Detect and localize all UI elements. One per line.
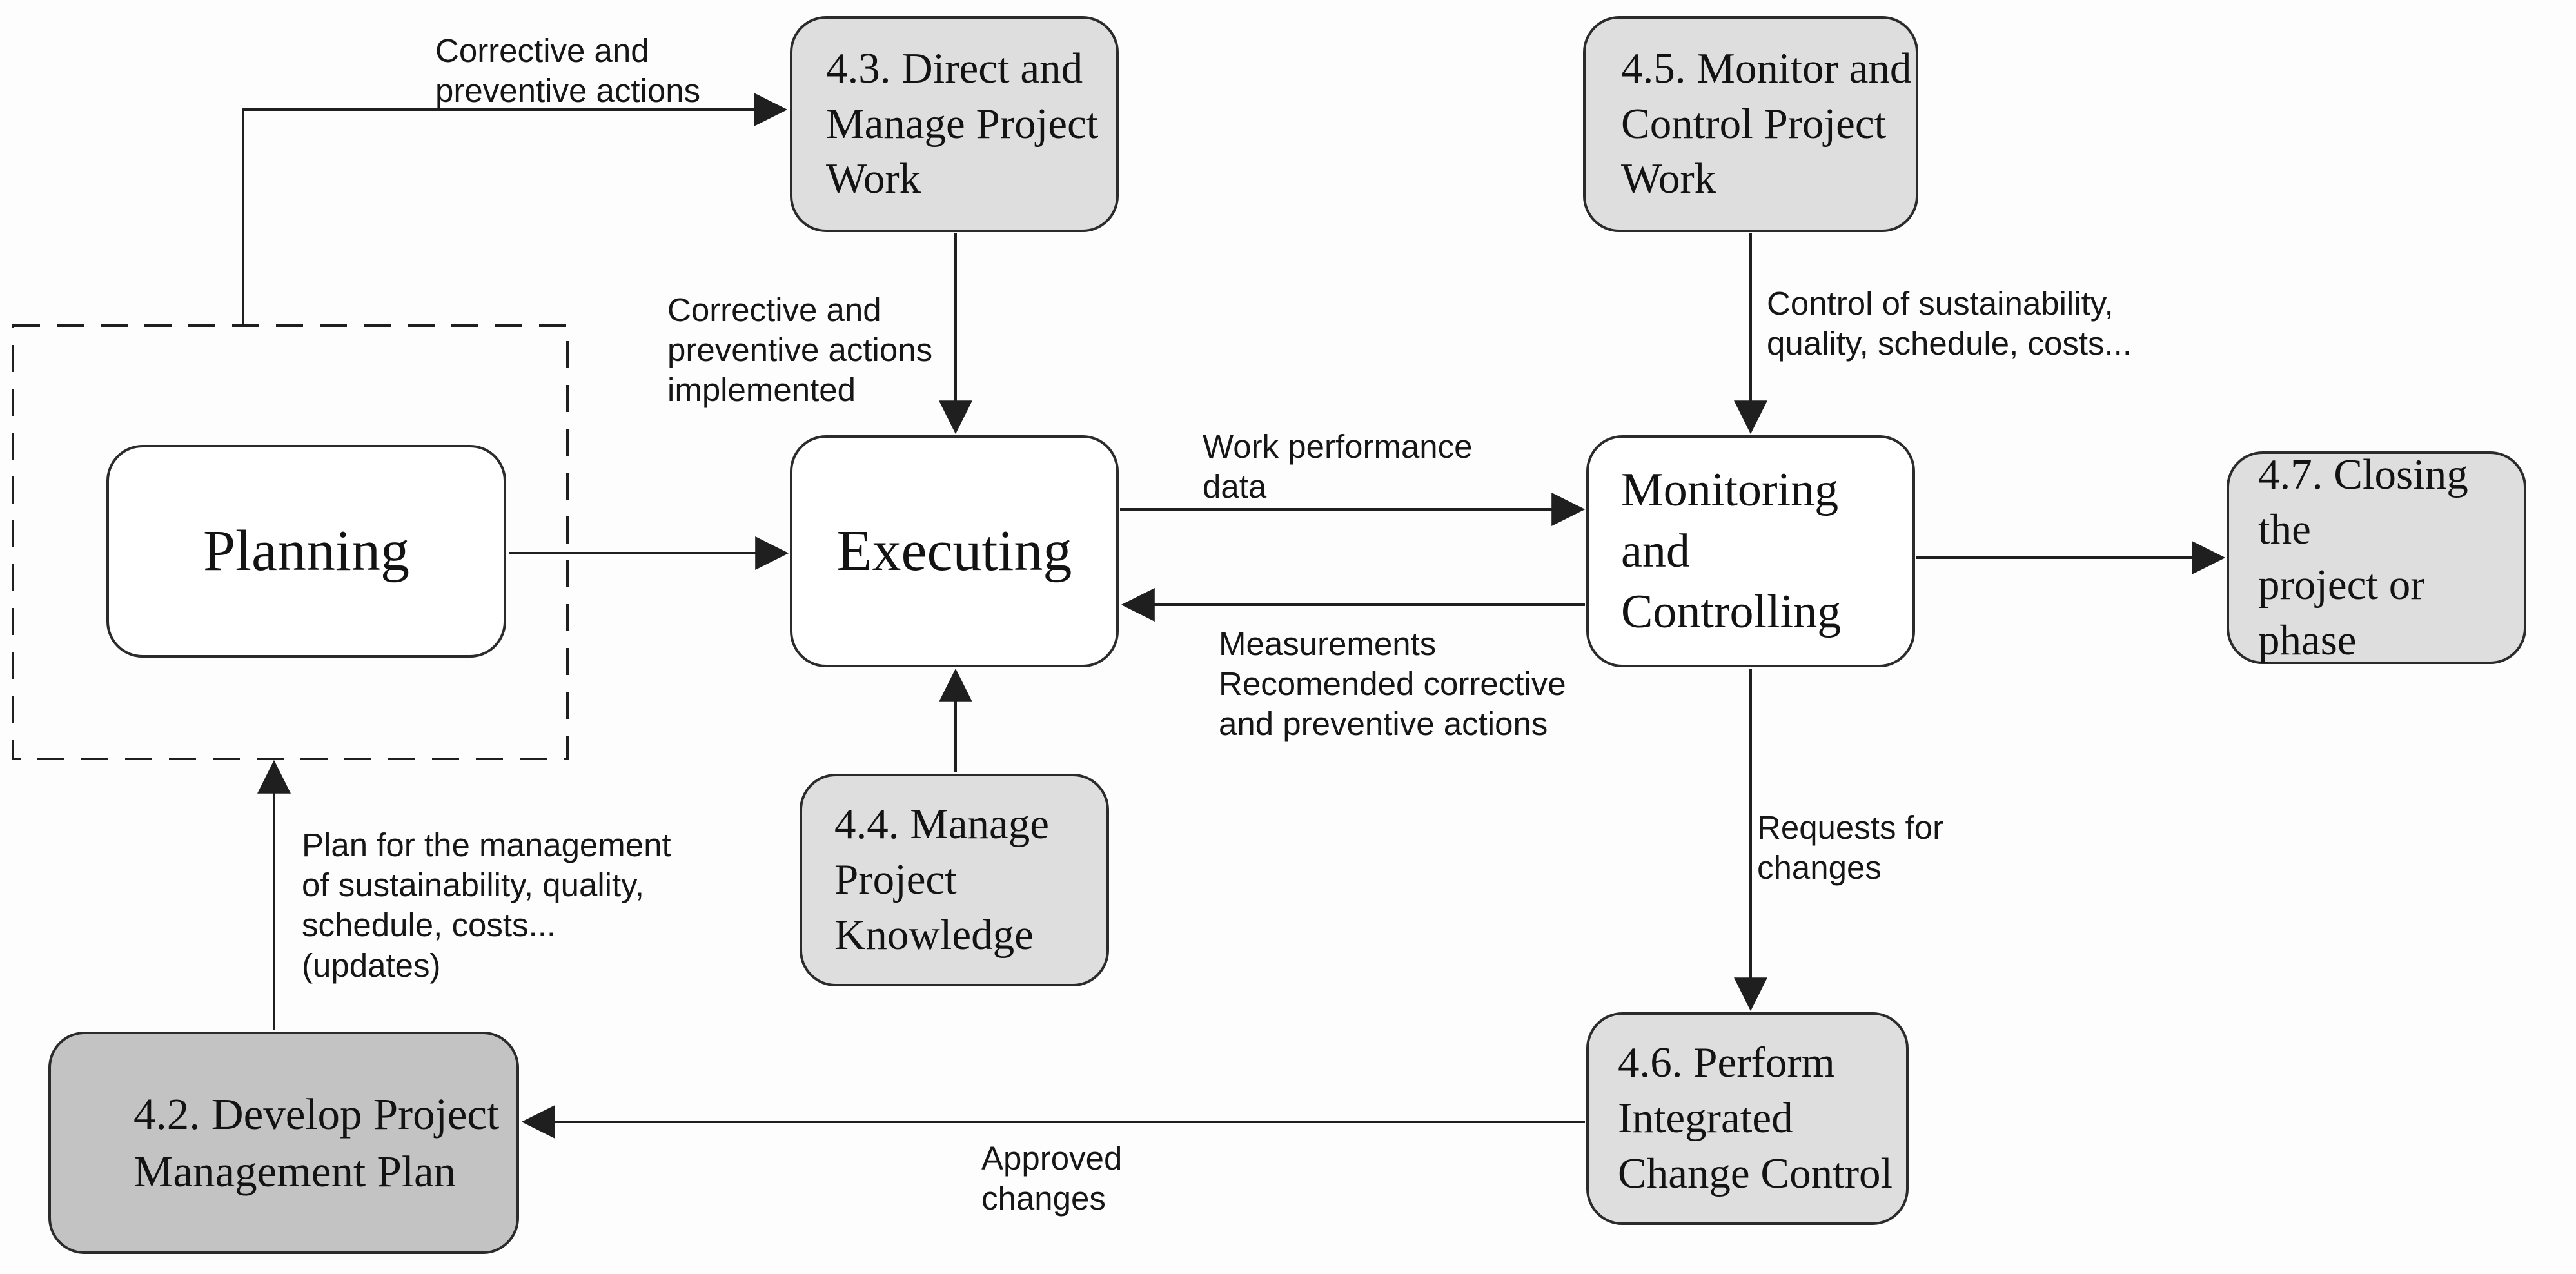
process-box-4-3-direct-and-manage-project-work: 4.3. Direct and Manage Project Work: [790, 16, 1119, 232]
process-box-4-7-closing-the-project-or-phase: 4.7. Closing the project or phase: [2227, 451, 2526, 664]
edge-label-plan-for-the-management-updates: Plan for the management of sustainabilit…: [302, 827, 671, 984]
process-box-planning: Planning: [106, 445, 506, 658]
edge-label-corrective-and-preventive-actions-implemented: Corrective and preventive actions implem…: [667, 291, 933, 409]
edge-label-requests-for-changes: Requests for changes: [1757, 809, 1944, 887]
arrow-planning-group-to-4-3: [242, 93, 788, 326]
edge-label-control-of-sustainability: Control of sustainability, quality, sche…: [1767, 285, 2132, 362]
process-box-4-6-perform-integrated-change-control: 4.6. Perform Integrated Change Control: [1586, 1012, 1909, 1225]
process-box-executing: Executing: [790, 435, 1119, 667]
edge-label-approved-changes: Approved changes: [981, 1140, 1123, 1217]
process-box-4-2-develop-project-management-plan: 4.2. Develop Project Management Plan: [48, 1032, 519, 1254]
edge-label-measurements-recomended-corrective: Measurements Recomended corrective and p…: [1219, 625, 1566, 743]
planning-group-boundary: [12, 324, 569, 760]
edge-label-corrective-and-preventive-actions: Corrective and preventive actions: [435, 32, 701, 110]
edge-label-work-performance-data: Work performance data: [1203, 428, 1473, 505]
process-box-monitoring-and-controlling: Monitoring and Controlling: [1586, 435, 1915, 667]
process-box-4-5-monitor-and-control-project-work: 4.5. Monitor and Control Project Work: [1583, 16, 1918, 232]
process-box-4-4-manage-project-knowledge: 4.4. Manage Project Knowledge: [800, 774, 1109, 986]
